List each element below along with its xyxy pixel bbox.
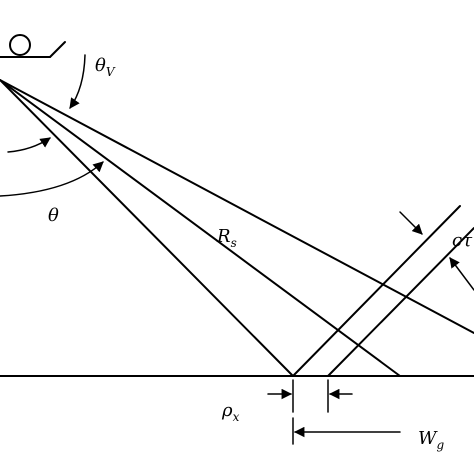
ray-outer xyxy=(0,79,474,334)
label-rho-x: ρx xyxy=(221,400,240,424)
pulse-width-arrows xyxy=(399,211,474,291)
angle-arcs xyxy=(0,54,104,197)
wg-marker xyxy=(292,417,401,445)
label-w-g: Wg xyxy=(418,428,445,452)
pulse-wavefronts xyxy=(292,205,474,377)
label-theta: θ xyxy=(48,205,59,226)
theta-v-arc xyxy=(69,54,86,109)
ctau-arrow-lower xyxy=(449,257,474,291)
label-slant-range: Rs xyxy=(216,226,237,250)
platform-icon xyxy=(0,34,66,58)
wavefront-leading xyxy=(292,205,461,377)
ray-near xyxy=(0,79,294,377)
ctau-arrow-upper xyxy=(399,211,423,235)
label-c-tau: cτ xyxy=(452,230,473,251)
depression-arc xyxy=(7,137,51,153)
ray-slant-range xyxy=(0,79,401,377)
theta-arc xyxy=(0,161,104,197)
wavefront-trailing xyxy=(327,227,474,377)
beam-rays xyxy=(0,79,474,377)
rho-x-marks xyxy=(267,379,353,413)
label-theta-v: θV xyxy=(95,55,116,79)
